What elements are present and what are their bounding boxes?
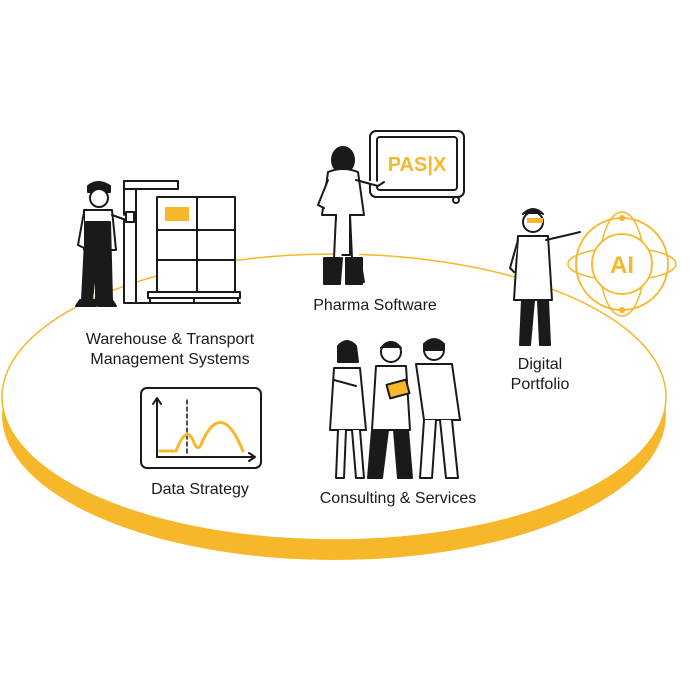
scientist-ai-orbit-icon: AI bbox=[509, 208, 677, 346]
monitor-screen-text: PAS|X bbox=[388, 154, 447, 176]
digital-label-line2: Portfolio bbox=[510, 376, 570, 393]
warehouse-label: Warehouse & Transport Management Systems bbox=[50, 330, 290, 370]
pharma-label-text: Pharma Software bbox=[313, 297, 437, 314]
warehouse-worker-pallet-icon bbox=[75, 180, 241, 307]
digital-portfolio-label: Digital Portfolio bbox=[490, 355, 590, 395]
digital-label-line1: Digital bbox=[517, 356, 563, 373]
pharma-worker-monitor-icon: PAS|X bbox=[317, 130, 465, 285]
warehouse-label-line2: Management Systems bbox=[90, 351, 250, 368]
data-chart-icon bbox=[140, 387, 262, 469]
pharma-label: Pharma Software bbox=[285, 296, 465, 316]
consultants-team-icon bbox=[329, 338, 461, 479]
consulting-label: Consulting & Services bbox=[288, 489, 508, 509]
data-strategy-label-text: Data Strategy bbox=[151, 481, 249, 498]
data-strategy-label: Data Strategy bbox=[120, 480, 280, 500]
warehouse-label-line1: Warehouse & Transport bbox=[85, 331, 255, 348]
ai-badge-text: AI bbox=[610, 252, 634, 279]
consulting-label-text: Consulting & Services bbox=[319, 490, 477, 507]
